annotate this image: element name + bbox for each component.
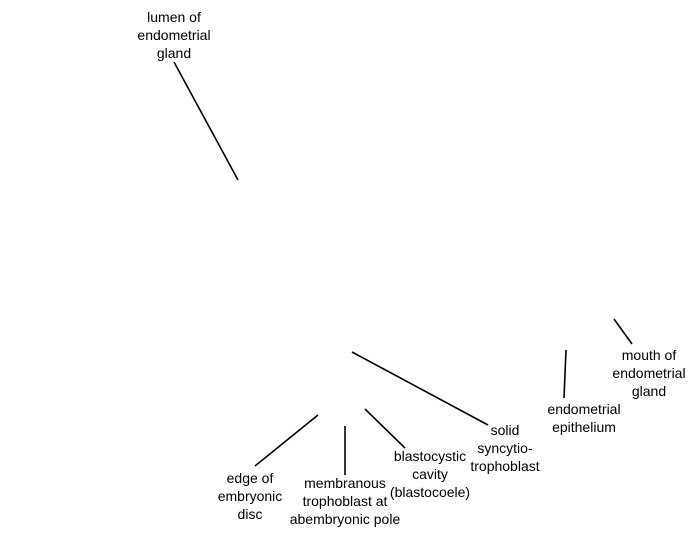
leader-solid-syncytiotrophoblast xyxy=(351,351,489,426)
leader-edge-of-embryonic-disc xyxy=(254,414,319,467)
leader-mouth-of-endometrial-gland xyxy=(613,318,633,345)
label-membranous-trophoblast: membranous trophoblast at abembryonic po… xyxy=(289,475,401,527)
label-endometrial-epithelium: endometrial epithelium xyxy=(547,401,621,435)
label-blastocystic-cavity: blastocystic cavity (blastocoele) xyxy=(389,448,471,500)
label-mouth-of-endometrial-gland: mouth of endometrial gland xyxy=(612,347,686,399)
label-lumen-of-endometrial-gland: lumen of endometrial gland xyxy=(137,9,211,61)
label-solid-syncytiotrophoblast: solid syncytio- trophoblast xyxy=(470,422,540,474)
label-edge-of-embryonic-disc: edge of embryonic disc xyxy=(217,470,283,522)
leader-blastocystic-cavity xyxy=(364,408,406,449)
leader-lumen-of-endometrial-gland xyxy=(173,61,239,181)
leader-endometrial-epithelium xyxy=(563,349,567,399)
